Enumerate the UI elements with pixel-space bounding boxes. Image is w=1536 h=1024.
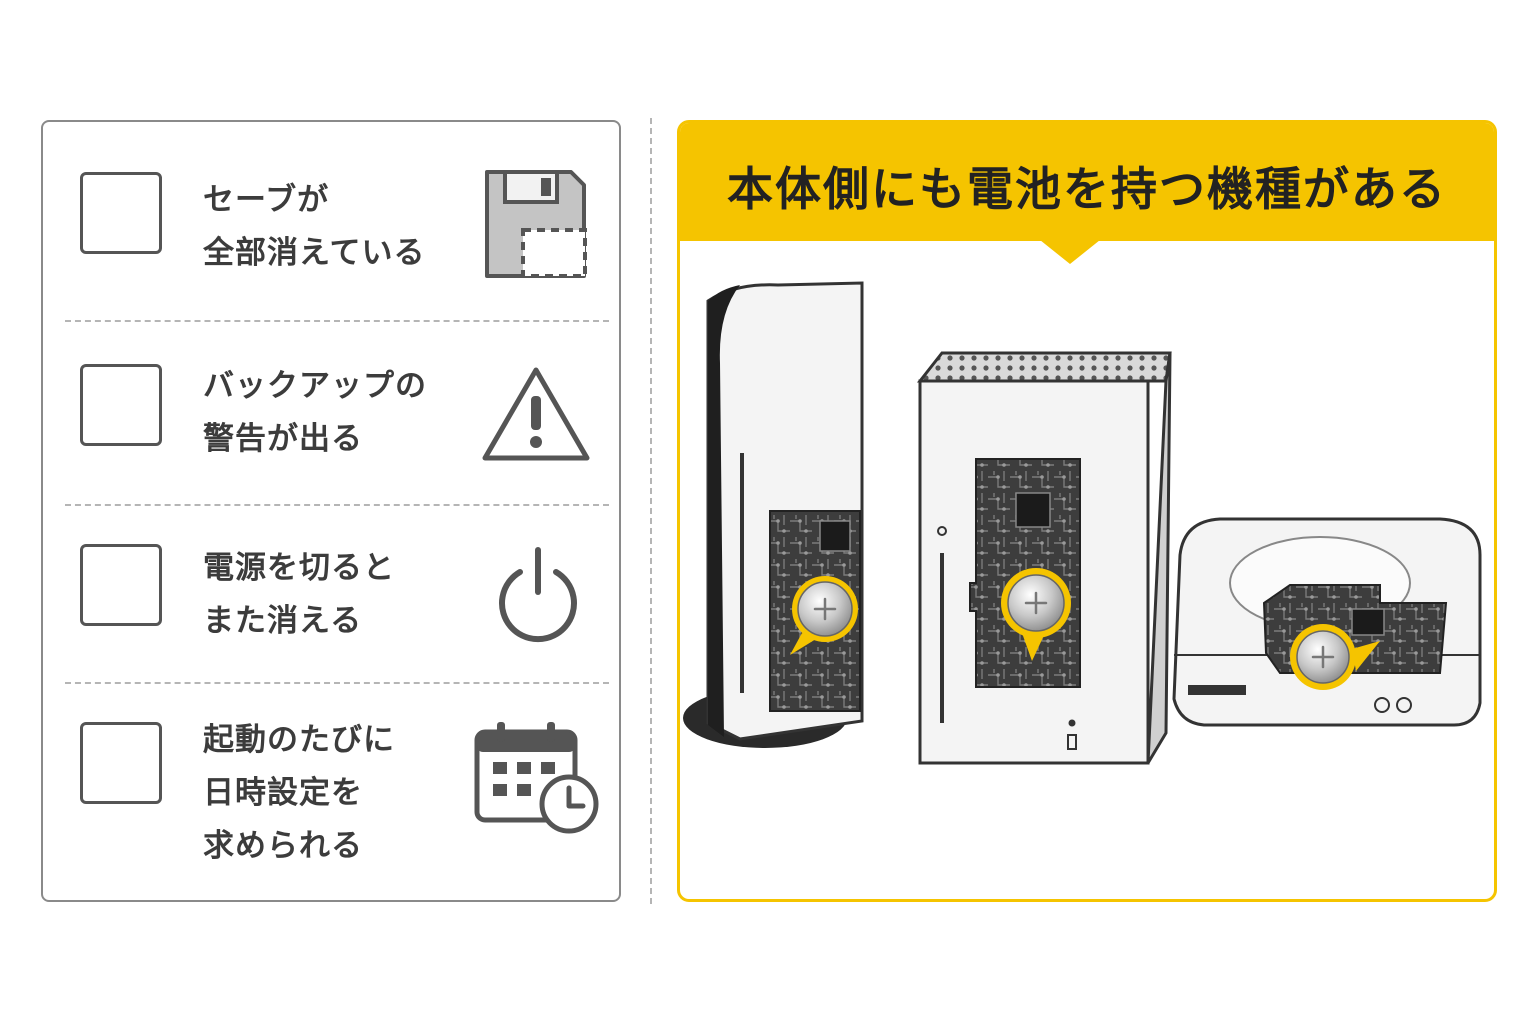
banner-pointer [1040, 240, 1100, 264]
checklist-item-line: 起動のたびに [203, 722, 395, 758]
checklist-item-line: バックアップの [203, 368, 427, 404]
checklist-item-line: 全部消えている [203, 235, 426, 271]
checklist-item-line: 日時設定を [203, 775, 363, 811]
checklist-item-clock-reset: 起動のたびに 日時設定を 求められる [43, 682, 619, 900]
checklist-checkbox[interactable] [80, 544, 162, 626]
checklist-item-text: 電源を切ると また消える [203, 542, 483, 648]
checklist-checkbox[interactable] [80, 722, 162, 804]
flat-console [1172, 517, 1482, 727]
warning-icon [482, 367, 590, 461]
checklist-item-line: 電源を切ると [203, 550, 395, 586]
coin-battery-icon [790, 576, 858, 655]
row-separator [65, 504, 609, 506]
calendar-clock-icon [474, 722, 599, 834]
box-console [916, 351, 1172, 765]
checklist-item-power-off: 電源を切ると また消える [43, 504, 619, 682]
title-banner: 本体側にも電池を持つ機種がある [680, 123, 1494, 241]
checklist-item-line: セーブが [203, 182, 330, 218]
row-separator [65, 682, 609, 684]
checklist-item-line: また消える [203, 603, 363, 639]
consoles-panel: 本体側にも電池を持つ機種がある [677, 120, 1497, 902]
checklist-item-save-lost: セーブが 全部消えている [43, 122, 619, 320]
panel-divider [650, 118, 652, 904]
checklist-item-text: セーブが 全部消えている [203, 174, 483, 280]
checklist-item-text: 起動のたびに 日時設定を 求められる [203, 714, 483, 873]
tower-console [683, 281, 864, 748]
console-illustrations [683, 281, 1482, 765]
symptom-checklist: セーブが 全部消えている バックアップの 警告が出る 電源を切ると また消える [41, 120, 621, 902]
power-icon [499, 547, 577, 643]
floppy-disk-icon [485, 170, 587, 278]
checklist-item-backup-warning: バックアップの 警告が出る [43, 320, 619, 504]
checklist-checkbox[interactable] [80, 172, 162, 254]
coin-battery-icon [1290, 624, 1380, 690]
checklist-item-line: 警告が出る [203, 421, 363, 457]
panel-title: 本体側にも電池を持つ機種がある [727, 162, 1447, 216]
checklist-checkbox[interactable] [80, 364, 162, 446]
coin-battery-icon [1001, 568, 1071, 661]
row-separator [65, 320, 609, 322]
checklist-item-line: 求められる [203, 828, 363, 864]
checklist-item-text: バックアップの 警告が出る [203, 360, 483, 466]
